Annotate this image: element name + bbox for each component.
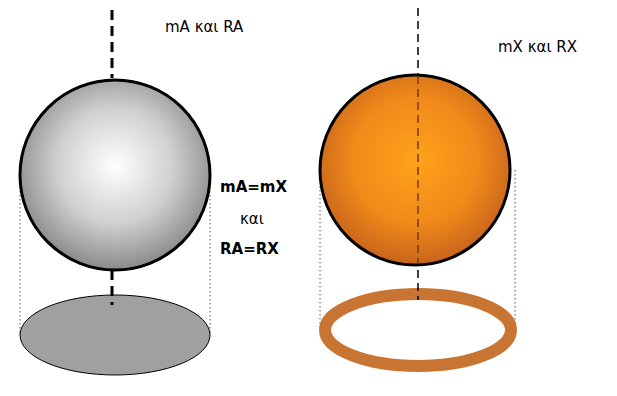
label-text: mA και RA bbox=[165, 18, 243, 36]
grey-sphere bbox=[20, 80, 210, 270]
label-text: RA=RX bbox=[220, 240, 279, 258]
label-text: mA=mX bbox=[220, 178, 287, 196]
label-text: mX και RX bbox=[498, 38, 577, 56]
label-text: και bbox=[240, 210, 264, 228]
orange-sphere bbox=[320, 75, 510, 265]
ring-projection bbox=[325, 294, 511, 366]
disc-projection bbox=[20, 295, 210, 375]
axis bbox=[417, 76, 419, 264]
